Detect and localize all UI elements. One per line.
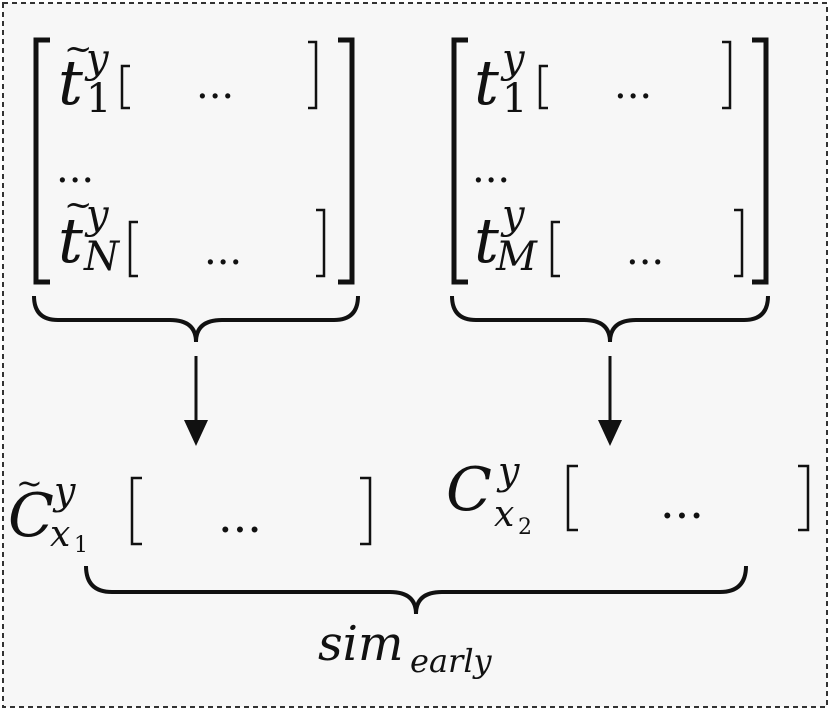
right-mid-dots: ... <box>472 146 510 192</box>
left-matrix-open-bracket <box>33 37 50 285</box>
right-vector-close-bracket <box>798 464 810 532</box>
left-rowN-close-bracket <box>316 208 326 278</box>
right-row1-sub: 1 <box>502 76 527 122</box>
left-row1-close-bracket <box>308 40 318 110</box>
right-rowM-sup: y <box>500 192 526 238</box>
right-arrow <box>598 356 622 446</box>
right-vector: C y x 2 ... <box>446 449 810 540</box>
left-vector-dots: ... <box>218 489 262 543</box>
left-row1-sub: 1 <box>86 76 111 122</box>
right-vector-base: C <box>446 455 492 525</box>
left-vector: ~ C y x 1 ... <box>8 464 372 558</box>
left-mid-dots: ... <box>56 146 94 192</box>
left-row1-sup: y <box>84 36 110 82</box>
left-vector-subsub: 1 <box>74 533 88 558</box>
right-rowM-close-bracket <box>734 208 744 278</box>
left-vector-sub: x <box>50 514 70 555</box>
right-matrix-open-bracket <box>451 37 468 285</box>
similarity-label: sim early <box>318 616 493 680</box>
left-row1-open-bracket <box>120 64 130 110</box>
left-vector-sup: y <box>52 469 76 513</box>
similarity-sub: early <box>410 642 493 680</box>
left-rowN-sup: y <box>84 192 110 238</box>
left-vector-base: C <box>8 481 54 551</box>
similarity-underbrace <box>84 565 748 615</box>
right-row1-base: t <box>474 46 499 119</box>
right-row1-close-bracket <box>722 40 732 110</box>
right-vector-sub: x <box>494 494 514 535</box>
left-rowN-tilde: ~ <box>64 185 93 225</box>
right-rowM-open-bracket <box>550 220 560 278</box>
right-row1-sup: y <box>500 36 526 82</box>
left-rowN-sub: N <box>83 234 121 280</box>
right-rowM-base: t <box>474 204 499 277</box>
left-rowN-open-bracket <box>128 220 138 278</box>
left-row1-base: t <box>58 46 83 119</box>
right-matrix-underbrace <box>450 295 770 343</box>
right-vector-open-bracket <box>566 464 578 532</box>
right-row1-dots: ... <box>614 62 652 108</box>
right-matrix-close-bracket <box>752 37 769 285</box>
right-matrix: t y 1 ... ... t y M ... <box>451 36 769 285</box>
left-row1-dots: ... <box>196 62 234 108</box>
left-matrix-underbrace <box>32 295 360 343</box>
left-arrow <box>184 356 208 446</box>
left-matrix: ~ t y 1 ... ... ~ t y N ... <box>33 29 355 285</box>
right-vector-subsub: 2 <box>518 515 532 540</box>
right-vector-dots: ... <box>660 475 704 529</box>
right-row1-open-bracket <box>538 64 548 110</box>
left-vector-close-bracket <box>360 476 372 546</box>
right-vector-sup: y <box>496 449 520 493</box>
left-rowN-base: t <box>58 204 83 277</box>
similarity-base: sim <box>318 616 404 672</box>
left-vector-tilde: ~ <box>16 464 43 502</box>
left-rowN-dots: ... <box>204 228 242 274</box>
left-matrix-close-bracket <box>338 37 355 285</box>
left-vector-open-bracket <box>130 476 142 546</box>
right-rowM-sub: M <box>495 234 538 280</box>
left-row1-tilde: ~ <box>64 29 93 69</box>
right-rowM-dots: ... <box>626 228 664 274</box>
